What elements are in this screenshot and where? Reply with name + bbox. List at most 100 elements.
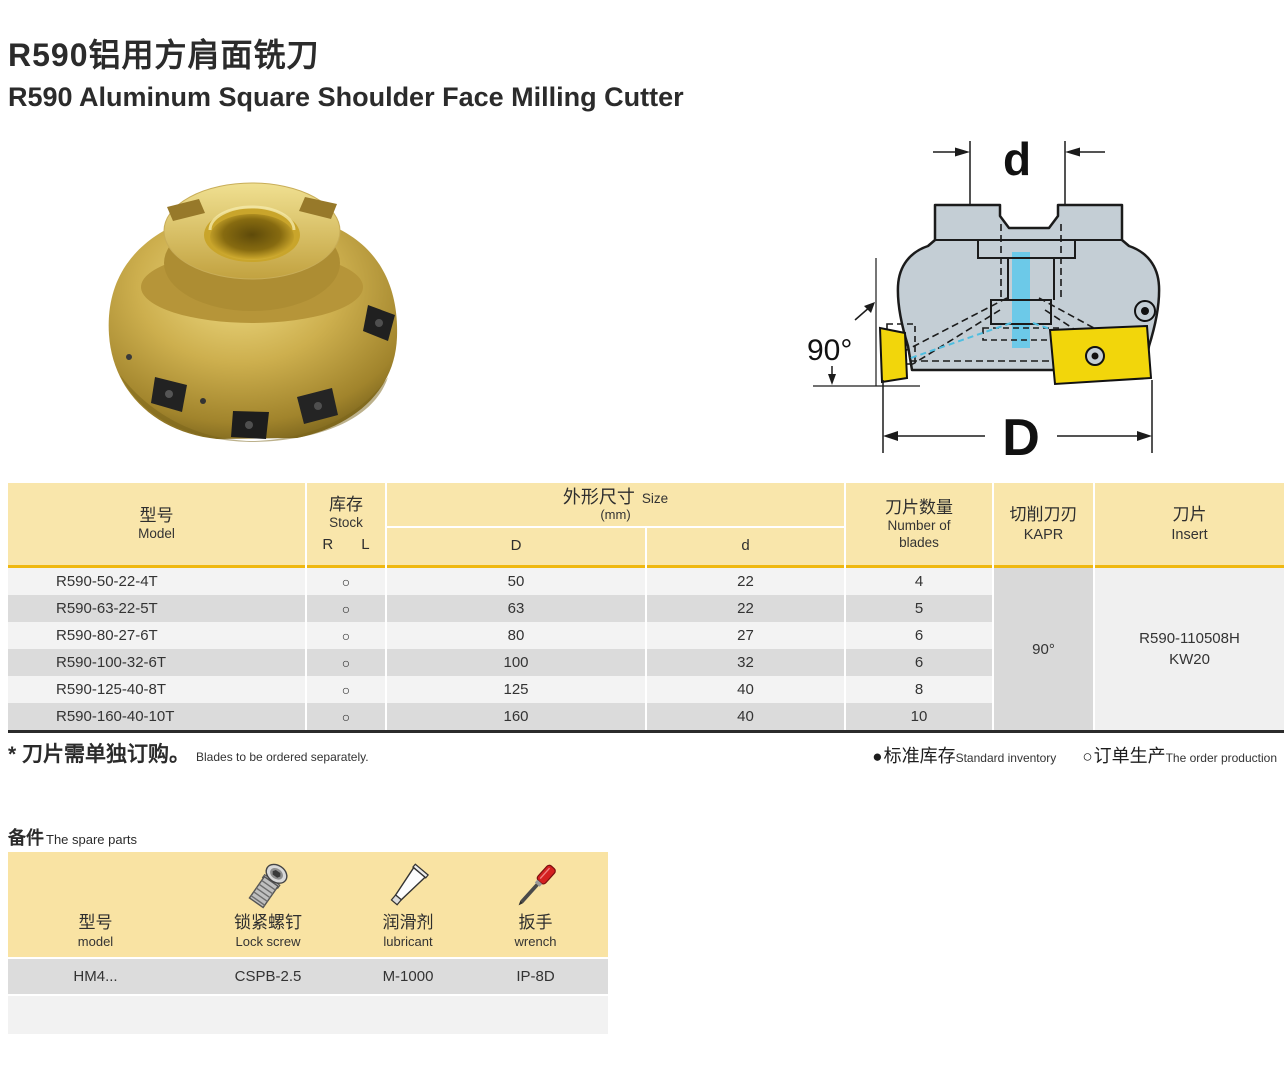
cell-d: 32: [647, 649, 844, 676]
spare-col-lubricant: 润滑剂 lubricant: [353, 852, 463, 957]
header-blades-en1: Number of: [887, 517, 951, 533]
header-insert: 刀片 Insert: [1095, 483, 1284, 568]
header-kapr-zh: 切削刀刃: [1009, 505, 1078, 525]
header-size-unit: (mm): [600, 506, 631, 522]
dim-D-label: D: [1002, 409, 1040, 467]
header-size-group: 外形尺寸 Size (mm): [387, 483, 844, 528]
cell-stock: ○: [307, 568, 385, 595]
header-size-zh: 外形尺寸: [562, 487, 635, 508]
spec-table: 型号 Model 库存 Stock R L 外形尺寸 Size (mm) D d…: [8, 483, 1284, 733]
cell-stock: ○: [307, 649, 385, 676]
filled-circle-icon: ●: [872, 747, 883, 766]
header-col-D: D: [387, 528, 645, 568]
cell-model: R590-50-22-4T: [8, 568, 305, 595]
spare-value-wrench: IP-8D: [516, 968, 555, 985]
spare-parts-values: HM4... CSPB-2.5 M-1000 IP-8D: [8, 959, 608, 994]
footnote-en: Blades to be ordered separately.: [196, 750, 369, 764]
cell-D: 125: [387, 676, 645, 703]
legend-order-en: The order production: [1165, 751, 1277, 765]
spare-title-zh: 备件: [8, 828, 44, 848]
spare-model-en: model: [77, 934, 114, 950]
header-blades-en2: blades: [899, 534, 939, 550]
header-stock-zh: 库存: [329, 494, 363, 514]
header-insert-en: Insert: [1171, 526, 1208, 543]
cell-model: R590-63-22-5T: [8, 595, 305, 622]
cell-blades: 8: [846, 676, 992, 703]
cell-d: 27: [647, 622, 844, 649]
cell-blades: 5: [846, 595, 992, 622]
header-blades-zh: 刀片数量: [885, 497, 953, 517]
cell-d: 40: [647, 676, 844, 703]
header-kapr: 切削刀刃 KAPR: [994, 483, 1093, 568]
cell-blades: 6: [846, 649, 992, 676]
spare-col-lock-screw: 锁紧螺钉 Lock screw: [183, 852, 353, 957]
header-stock: 库存 Stock R L: [307, 483, 385, 568]
header-col-d: d: [647, 528, 844, 568]
tech-diagram: d 90° D: [795, 128, 1287, 477]
cell-blades: 10: [846, 703, 992, 730]
left-insert-shape: [878, 326, 909, 384]
open-circle-icon: ○: [1082, 747, 1093, 766]
cell-D: 63: [387, 595, 645, 622]
cell-model: R590-160-40-10T: [8, 703, 305, 730]
footnote-zh: * 刀片需单独订购。: [8, 743, 191, 766]
cell-model: R590-80-27-6T: [8, 622, 305, 649]
spare-parts-header: 型号 model: [8, 852, 608, 957]
spare-model-zh: 型号: [78, 913, 113, 933]
cell-blades: 6: [846, 622, 992, 649]
cell-D: 160: [387, 703, 645, 730]
cell-D: 100: [387, 649, 645, 676]
spare-value-model: HM4...: [73, 968, 118, 985]
legend-standard-zh: 标准库存: [883, 746, 956, 766]
cell-kapr-merged: 90°: [994, 568, 1093, 730]
spare-col-model: 型号 model: [8, 852, 183, 957]
spare-value-lubricant: M-1000: [382, 968, 434, 985]
product-photo: [85, 145, 420, 455]
cell-stock: ○: [307, 703, 385, 730]
header-model-en: Model: [138, 526, 175, 542]
header-stock-en: Stock: [329, 514, 363, 530]
header-model-zh: 型号: [139, 505, 174, 525]
header-model: 型号 Model: [8, 483, 305, 568]
insert-value-line2: KW20: [1169, 651, 1210, 668]
page-title-en: R590 Aluminum Square Shoulder Face Milli…: [8, 82, 684, 112]
header-size-en: Size: [641, 491, 669, 507]
spare-parts-empty-row: [8, 996, 608, 1034]
legend-order-zh: 订单生产: [1093, 746, 1166, 766]
spare-title-en: The spare parts: [46, 832, 138, 847]
page-title-zh: R590铝用方肩面铣刀: [8, 37, 320, 73]
spare-lock-en: Lock screw: [235, 934, 301, 950]
insert-value-line1: R590-110508H: [1139, 630, 1240, 647]
cutter-section-drawing: d 90° D: [807, 133, 1161, 467]
cell-d: 22: [647, 568, 844, 595]
header-stock-l: L: [361, 535, 370, 553]
milling-cutter-photo-art: [108, 182, 398, 442]
cell-d: 22: [647, 595, 844, 622]
cell-stock: ○: [307, 676, 385, 703]
cell-D: 50: [387, 568, 645, 595]
header-stock-rl: R L: [322, 536, 369, 555]
cell-insert-merged: R590-110508H KW20: [1095, 568, 1284, 730]
angle-label: 90°: [807, 334, 852, 367]
header-blades: 刀片数量 Number of blades: [846, 483, 992, 568]
spare-lubricant-zh: 润滑剂: [382, 913, 434, 933]
legend-standard-en: Standard inventory: [955, 751, 1057, 765]
header-stock-r: R: [322, 535, 334, 553]
spare-wrench-en: wrench: [514, 934, 557, 950]
spare-lock-zh: 锁紧螺钉: [234, 913, 302, 933]
cell-d: 40: [647, 703, 844, 730]
legend-order: ○ 订单生产 The order production: [1082, 742, 1277, 768]
spare-wrench-zh: 扳手: [518, 913, 553, 933]
spare-lubricant-en: lubricant: [383, 934, 433, 950]
cell-stock: ○: [307, 595, 385, 622]
lubricant-tube-icon: [385, 860, 431, 912]
stock-legend: ● 标准库存 Standard inventory ○ 订单生产 The ord…: [872, 742, 1277, 768]
header-kapr-en: KAPR: [1023, 526, 1064, 543]
wrench-icon: [513, 860, 559, 912]
footnote: * 刀片需单独订购。 Blades to be ordered separate…: [8, 738, 369, 768]
spare-parts-title: 备件 The spare parts: [8, 824, 137, 850]
cell-D: 80: [387, 622, 645, 649]
dim-d-label: d: [1003, 133, 1031, 185]
cell-blades: 4: [846, 568, 992, 595]
